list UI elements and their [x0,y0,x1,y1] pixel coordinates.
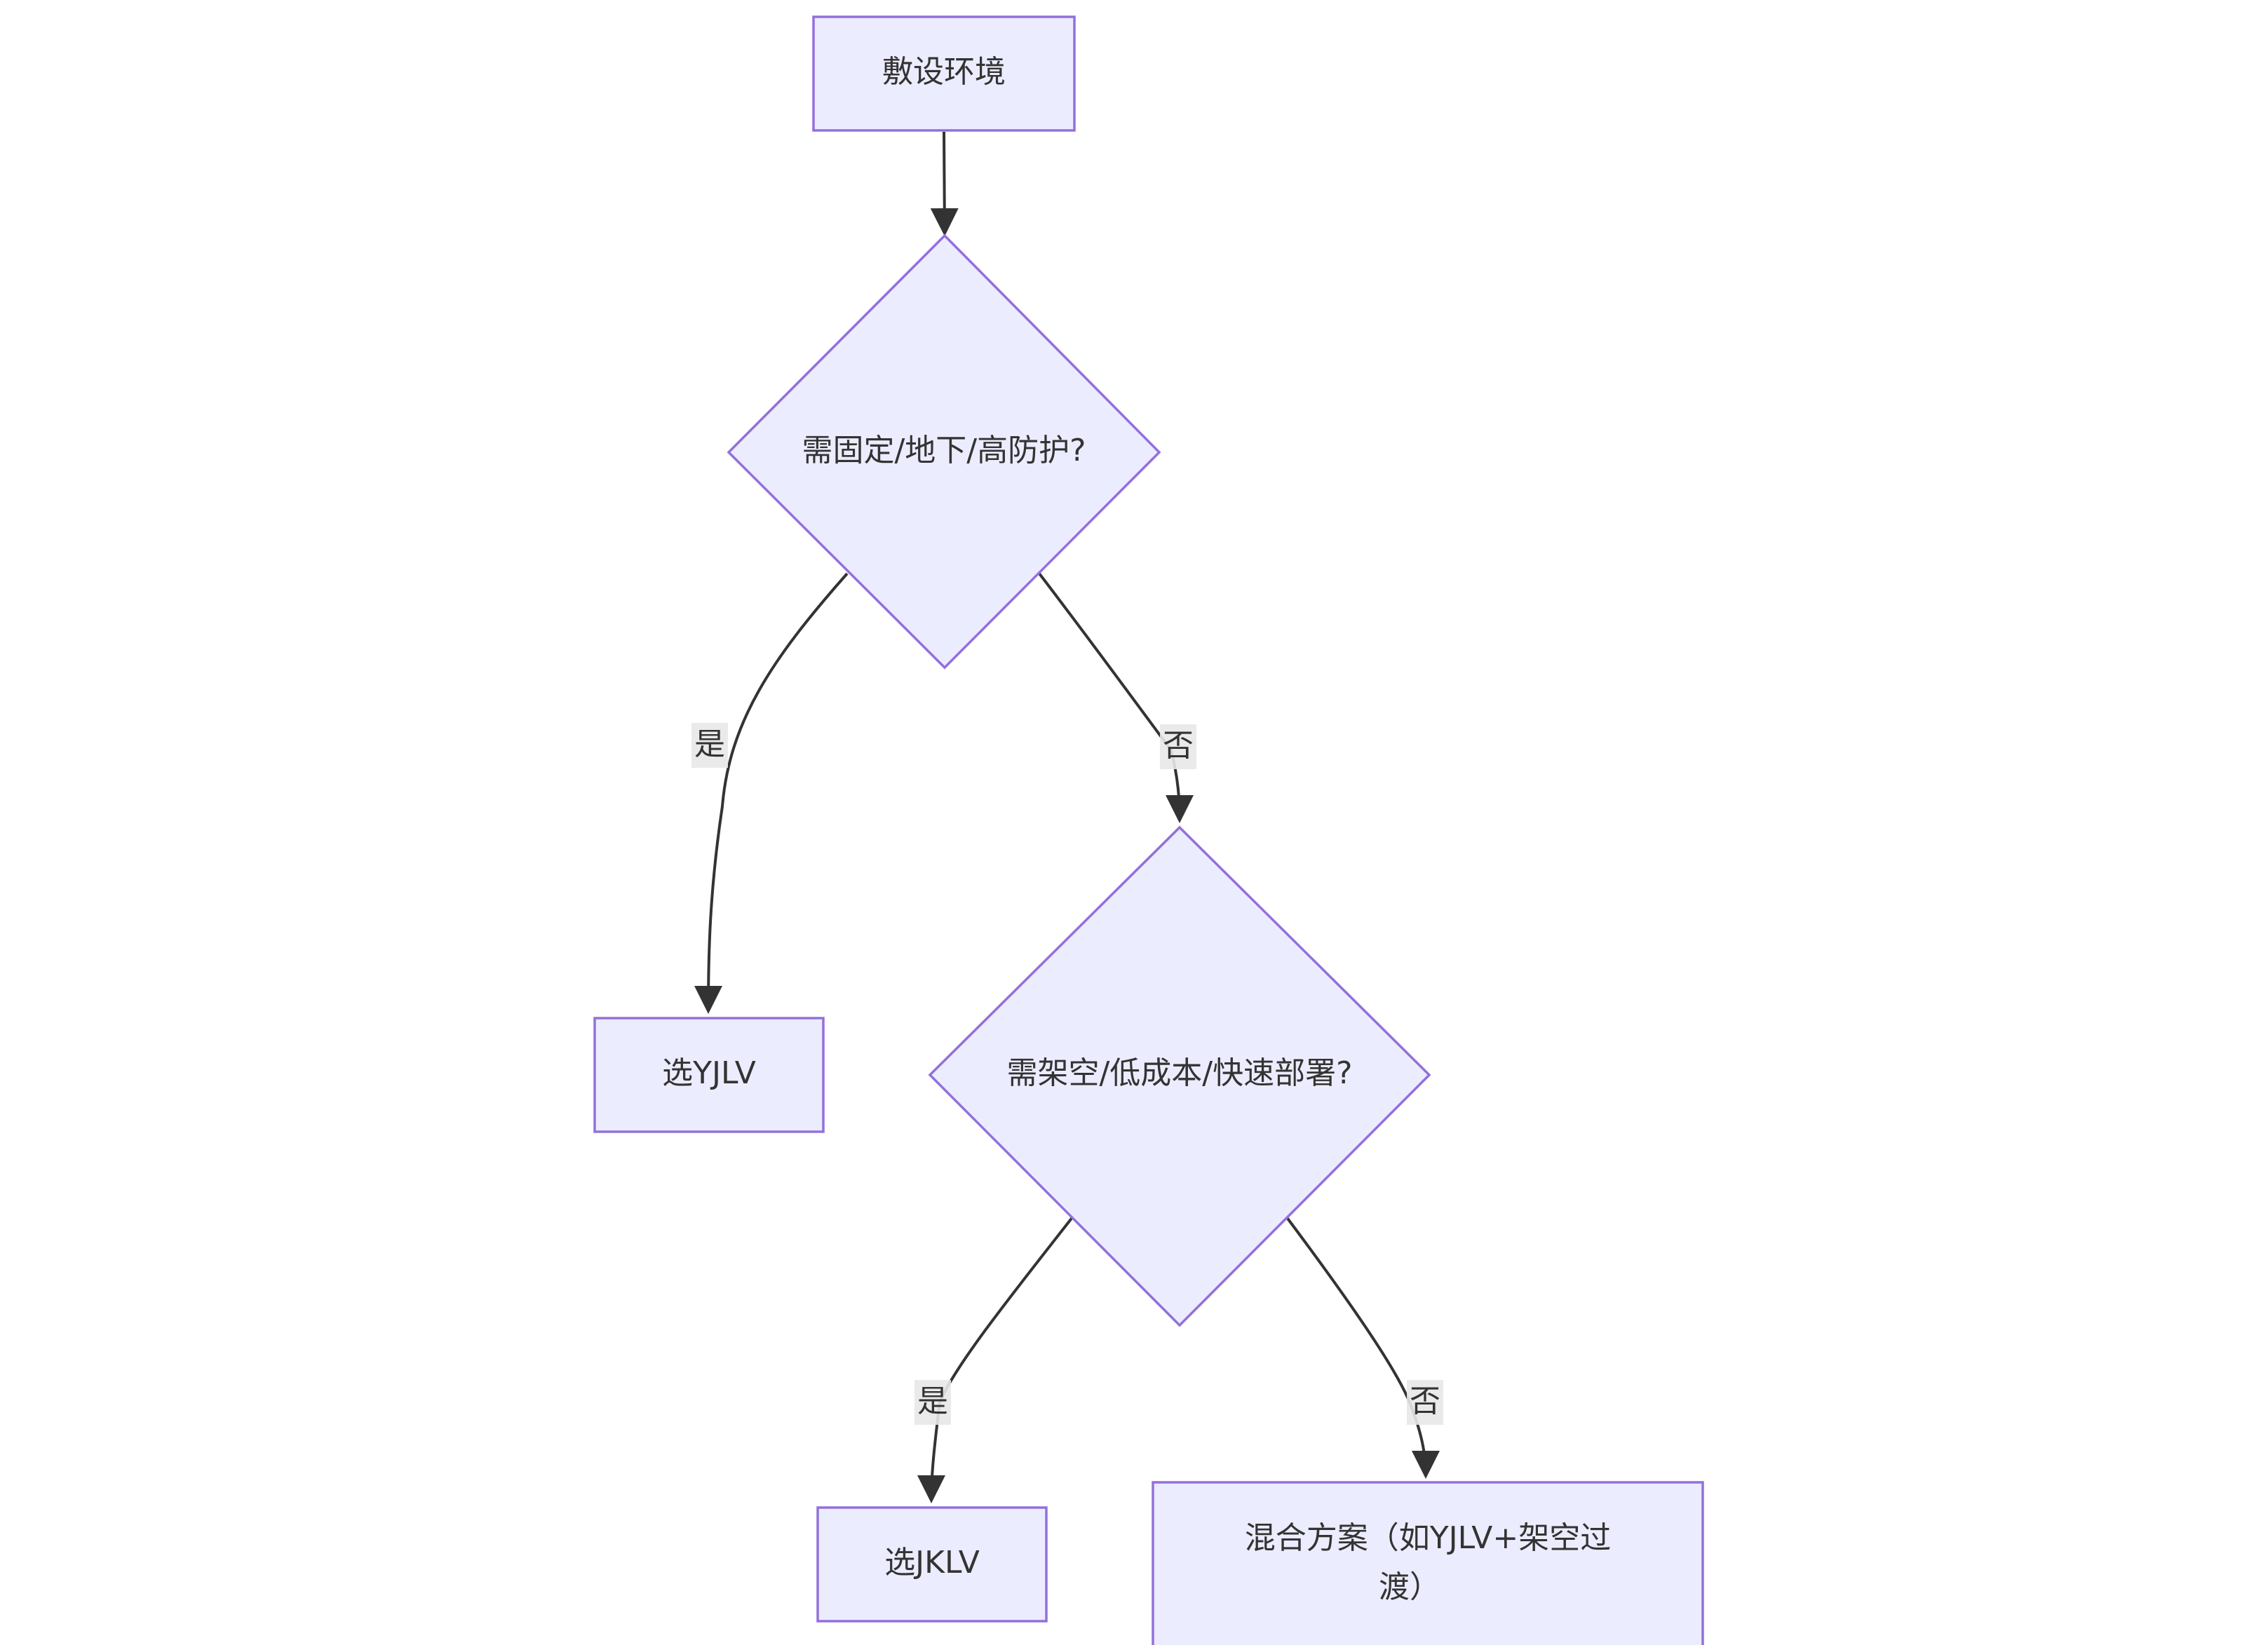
node-hybrid-label-line1: 混合方案（如YJLV+架空过 [1245,1520,1612,1556]
node-hybrid[interactable]: 混合方案（如YJLV+架空过 渡） [1152,1481,1704,1645]
node-start-label: 敷设环境 [882,54,1006,90]
node-decision1[interactable]: 需固定/地下/高防护? [727,233,1161,670]
node-start[interactable]: 敷设环境 [812,15,1076,132]
node-yjlv-label: 选YJLV [662,1055,756,1091]
edge-label-d2-no: 否 [1407,1380,1443,1425]
edge-decision2-no [1285,1215,1440,1479]
edge-decision1-yes [694,572,849,1014]
edge-label-d2-yes: 是 [914,1380,951,1425]
node-decision2[interactable]: 需架空/低成本/快速部署? [928,825,1431,1327]
svg-text:否: 否 [1163,728,1194,764]
node-decision2-label: 需架空/低成本/快速部署? [1006,1055,1352,1091]
node-decision1-label: 需固定/地下/高防护? [802,433,1086,468]
svg-text:是: 是 [917,1383,948,1419]
edge-label-d1-no: 否 [1160,724,1196,769]
edge-decision1-no [1038,572,1194,823]
edge-decision2-yes [917,1215,1074,1503]
svg-text:否: 否 [1410,1383,1440,1419]
edge-start-to-decision1 [930,131,959,236]
node-jklv[interactable]: 选JKLV [816,1506,1048,1623]
node-yjlv[interactable]: 选YJLV [593,1017,825,1133]
svg-text:是: 是 [694,726,725,762]
node-hybrid-label-line2: 渡） [1379,1569,1440,1605]
edge-label-d1-yes: 是 [691,723,728,768]
node-jklv-label: 选JKLV [884,1545,980,1580]
